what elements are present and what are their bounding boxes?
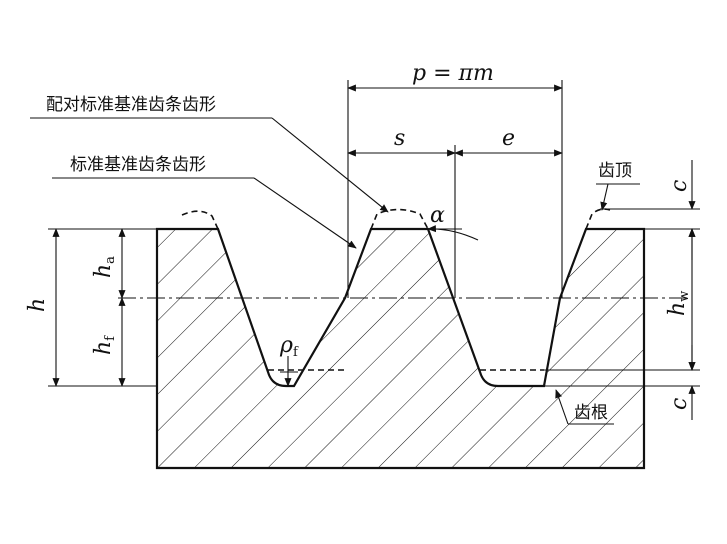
alpha-label: α: [430, 203, 445, 228]
rack-body: [155, 227, 646, 470]
dimension-c-top: c: [667, 160, 696, 260]
c-top-label: c: [667, 180, 692, 192]
dimension-h: h: [25, 228, 60, 387]
ha-label: ha: [91, 256, 118, 278]
leader-standard-profile: 标准基准齿条齿形: [52, 155, 357, 249]
tooth-tip-label: 齿顶: [598, 161, 632, 181]
dimension-pitch: p = πm: [347, 61, 563, 92]
mating-profile-label: 配对标准基准齿条齿形: [46, 95, 216, 115]
standard-profile-label: 标准基准齿条齿形: [70, 155, 206, 175]
hf-label: hf: [91, 335, 118, 355]
dimension-hw: hw: [665, 228, 696, 371]
s-label: s: [394, 126, 405, 151]
leader-tooth-root: 齿根: [555, 389, 614, 425]
c-bottom-label: c: [667, 398, 692, 410]
extension-lines: [48, 80, 700, 387]
e-label: e: [502, 126, 515, 151]
pressure-angle: α: [427, 203, 479, 241]
leader-mating-profile: 配对标准基准齿条齿形: [30, 95, 389, 213]
dimension-ha: ha: [91, 228, 126, 299]
root-radius: ρf: [279, 333, 299, 387]
dimension-c-bottom: c: [667, 345, 696, 420]
tooth-root-label: 齿根: [574, 403, 608, 423]
h-label: h: [25, 298, 50, 312]
hw-label: hw: [665, 291, 692, 316]
dimension-s: s: [347, 126, 456, 157]
pitch-label: p = πm: [412, 61, 494, 86]
dimension-e: e: [454, 126, 563, 157]
dimension-hf: hf: [91, 297, 126, 387]
rho-f-label: ρf: [279, 333, 299, 360]
leader-tooth-tip: 齿顶: [596, 161, 640, 211]
